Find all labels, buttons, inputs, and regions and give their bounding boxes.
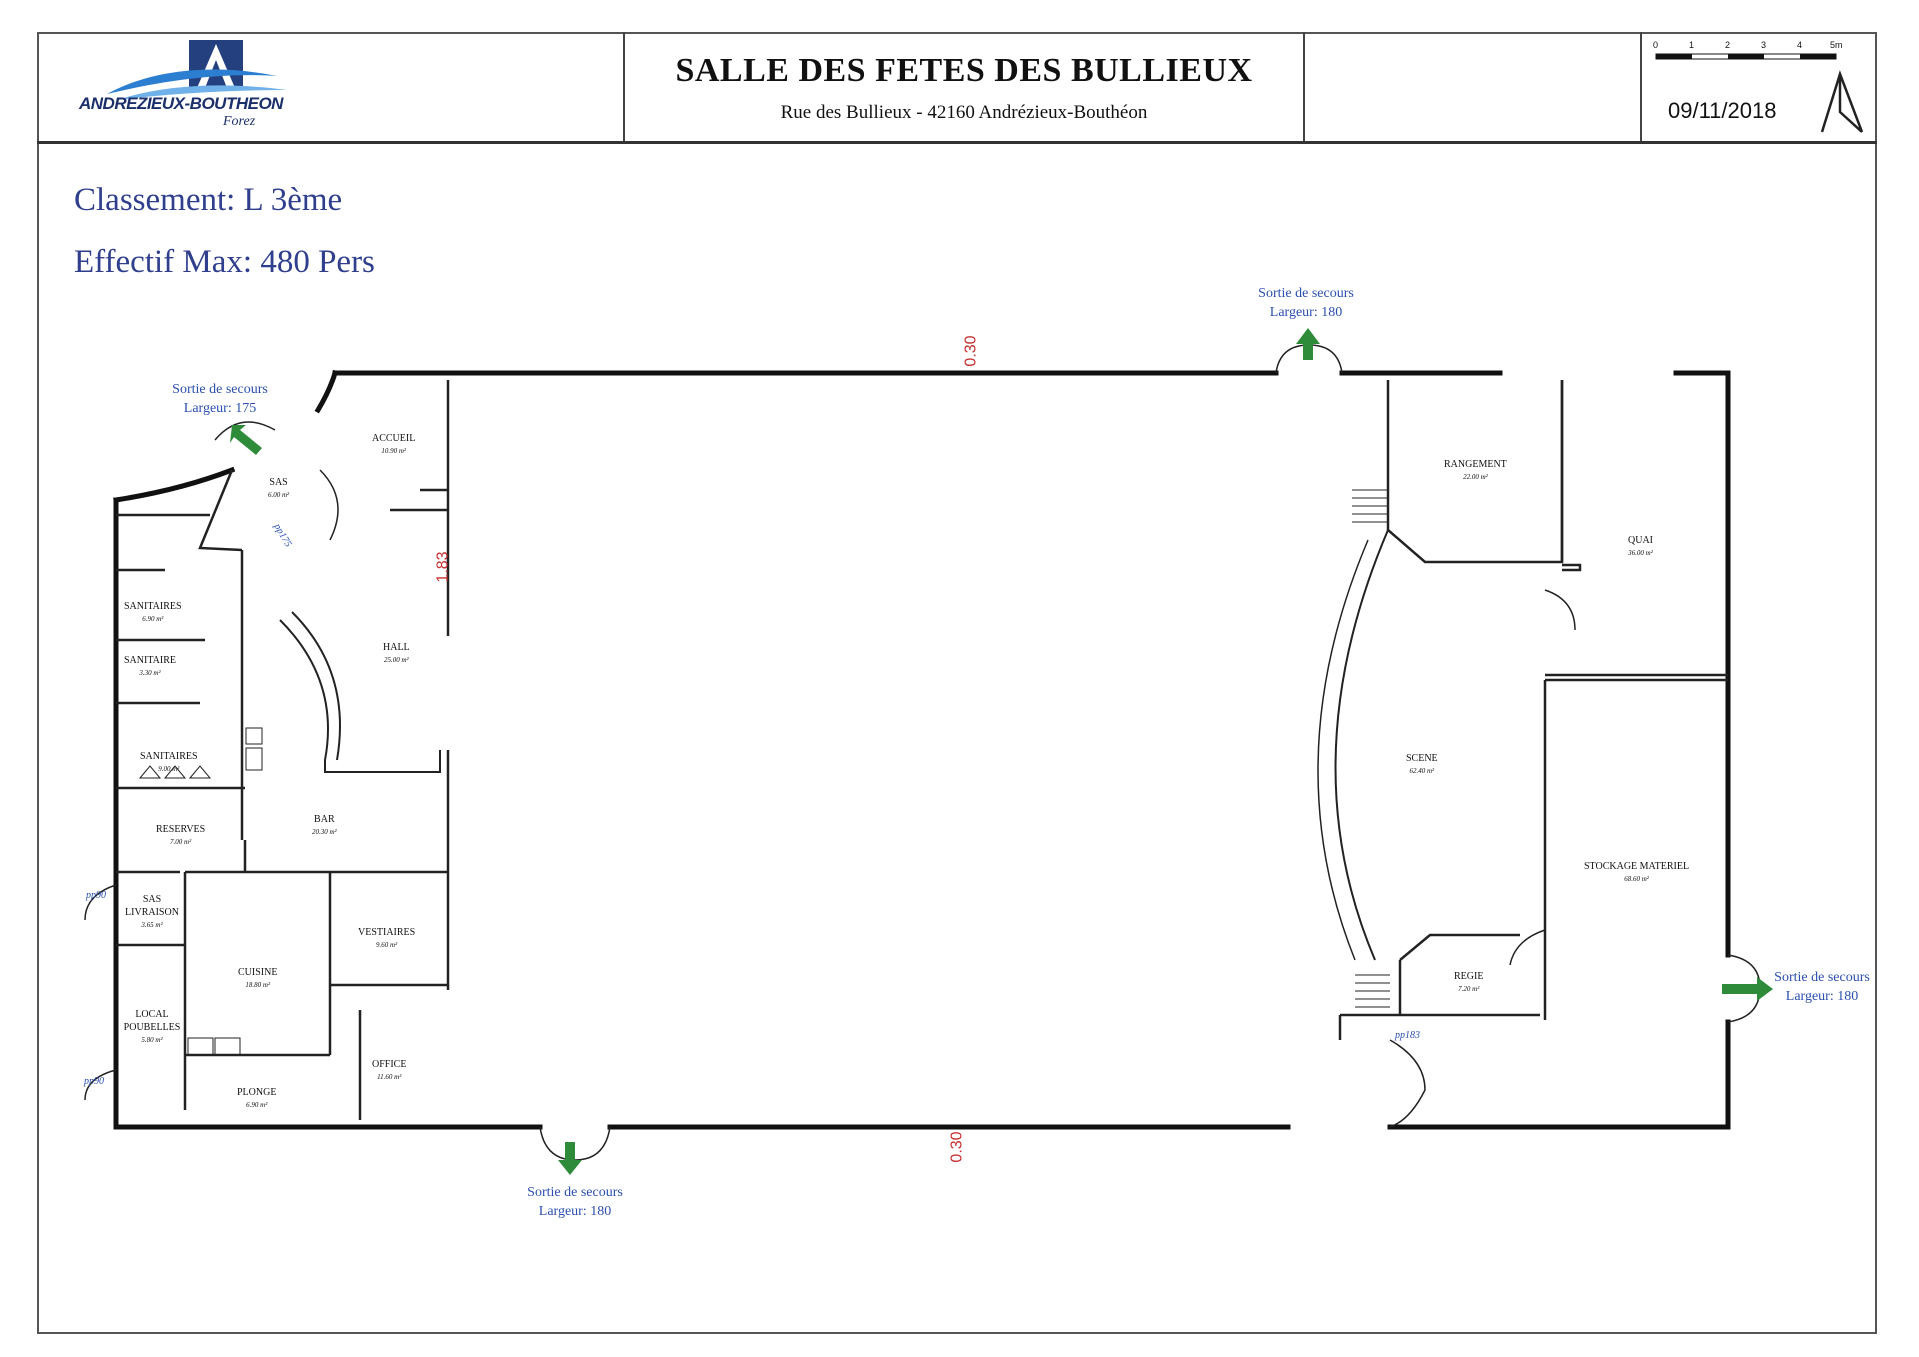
- title-block: ANDREZIEUX-BOUTHEON Forez SALLE DES FETE…: [37, 32, 1877, 144]
- exit-bottom-width: Largeur: 180: [538, 1204, 612, 1219]
- dimension-bottom-wall: 0.30: [948, 1131, 966, 1163]
- exit-top-left-width: Largeur: 175: [183, 401, 257, 416]
- exit-right-title: Sortie de secours: [1774, 970, 1870, 985]
- exit-top-left-title: Sortie de secours: [172, 382, 268, 397]
- scale-bar-graphic: [1655, 53, 1837, 60]
- scale-label-4: 4: [1797, 40, 1803, 50]
- logo-text: ANDREZIEUX-BOUTHEON: [79, 94, 283, 113]
- fixtures: [138, 727, 263, 1056]
- door-tag-poubelles: pp90: [84, 1076, 104, 1087]
- page-title: SALLE DES FETES DES BULLIEUX: [675, 52, 1253, 89]
- stamp-cell: [1305, 32, 1642, 141]
- scale-label-0: 0: [1653, 40, 1659, 50]
- exit-arrows: [230, 328, 1773, 1175]
- exit-arrow-bottom: [558, 1142, 582, 1175]
- scale-label-3: 3: [1761, 40, 1767, 50]
- door-tag-livraison: pp90: [86, 890, 106, 901]
- logo-icon: [107, 40, 287, 100]
- date-cell: 09/11/2018: [1642, 32, 1877, 141]
- classement-label: Classement: L 3ème: [74, 182, 343, 218]
- exit-bottom-label: Sortie de secours Largeur: 180: [505, 1183, 645, 1221]
- exit-top-left-label: Sortie de secours Largeur: 175: [150, 380, 290, 418]
- exit-right-label: Sortie de secours Largeur: 180: [1752, 968, 1892, 1006]
- drawing-sheet-border: [37, 32, 1877, 1334]
- exit-bottom-title: Sortie de secours: [527, 1185, 623, 1200]
- exterior-walls: [113, 369, 1731, 1130]
- logo-cell: ANDREZIEUX-BOUTHEON Forez: [37, 32, 625, 141]
- title-cell: SALLE DES FETES DES BULLIEUX Rue des Bul…: [625, 32, 1305, 141]
- scale-label-5m: 5m: [1830, 40, 1843, 50]
- scale-label-2: 2: [1725, 40, 1731, 50]
- door-tag-scene: pp183: [1395, 1030, 1420, 1041]
- doors: [84, 344, 1761, 1161]
- exit-arrow-top: [1296, 328, 1320, 360]
- dimension-top-wall: 0.30: [962, 335, 980, 367]
- north-arrow-icon: [1820, 70, 1864, 133]
- address: Rue des Bullieux - 42160 Andrézieux-Bout…: [780, 102, 1148, 123]
- exit-top-center-label: Sortie de secours Largeur: 180: [1236, 284, 1376, 322]
- dimension-hall-opening: 1.83: [434, 551, 452, 583]
- exit-top-center-width: Largeur: 180: [1269, 305, 1343, 320]
- exit-arrow-right: [1722, 977, 1773, 1001]
- exit-right-width: Largeur: 180: [1785, 989, 1859, 1004]
- scale-label-1: 1: [1689, 40, 1695, 50]
- interior-walls: [116, 380, 1728, 1120]
- exit-arrow-left: [230, 425, 262, 455]
- logo-subtext: Forez: [223, 114, 256, 129]
- exit-top-center-title: Sortie de secours: [1258, 286, 1354, 301]
- effectif-label: Effectif Max: 480 Pers: [74, 244, 375, 280]
- date: 09/11/2018: [1668, 98, 1777, 123]
